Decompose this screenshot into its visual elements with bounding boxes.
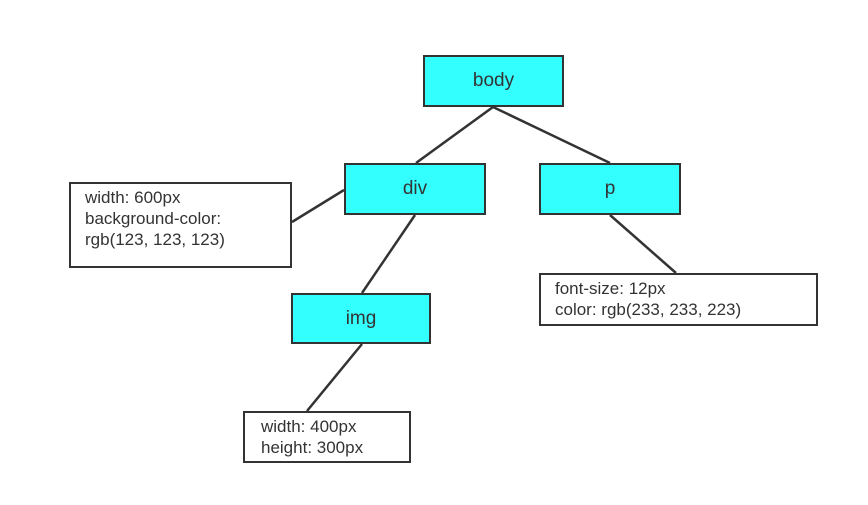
node-p-label: p xyxy=(604,178,616,199)
note-img-styles: width: 400px height: 300px xyxy=(243,411,411,463)
node-img: img xyxy=(291,293,431,344)
note-img-line-1: width: 400px xyxy=(261,417,357,436)
edge-div-img xyxy=(360,214,417,294)
note-div-line-3: rgb(123, 123, 123) xyxy=(85,230,225,249)
node-body: body xyxy=(423,55,564,107)
note-p-line-2: color: rgb(233, 233, 223) xyxy=(555,300,742,319)
note-p-styles: font-size: 12px color: rgb(233, 233, 223… xyxy=(539,273,818,326)
node-img-label: img xyxy=(345,307,377,329)
node-body-label: body xyxy=(472,70,515,91)
edge-body-p xyxy=(492,105,611,165)
node-div: div xyxy=(344,163,486,215)
note-p-line-1: font-size: 12px xyxy=(555,279,666,298)
edge-div-note xyxy=(291,188,345,224)
note-div-line-1: width: 600px xyxy=(85,188,181,207)
note-img-line-2: height: 300px xyxy=(261,438,364,457)
edge-p-note xyxy=(609,214,677,274)
node-p: p xyxy=(539,163,681,215)
edge-body-div xyxy=(415,105,494,165)
node-div-label: div xyxy=(402,178,428,199)
note-div-styles: width: 600px background-color: rgb(123, … xyxy=(69,182,292,268)
edge-img-note xyxy=(306,343,363,412)
note-div-line-2: background-color: xyxy=(85,209,222,228)
